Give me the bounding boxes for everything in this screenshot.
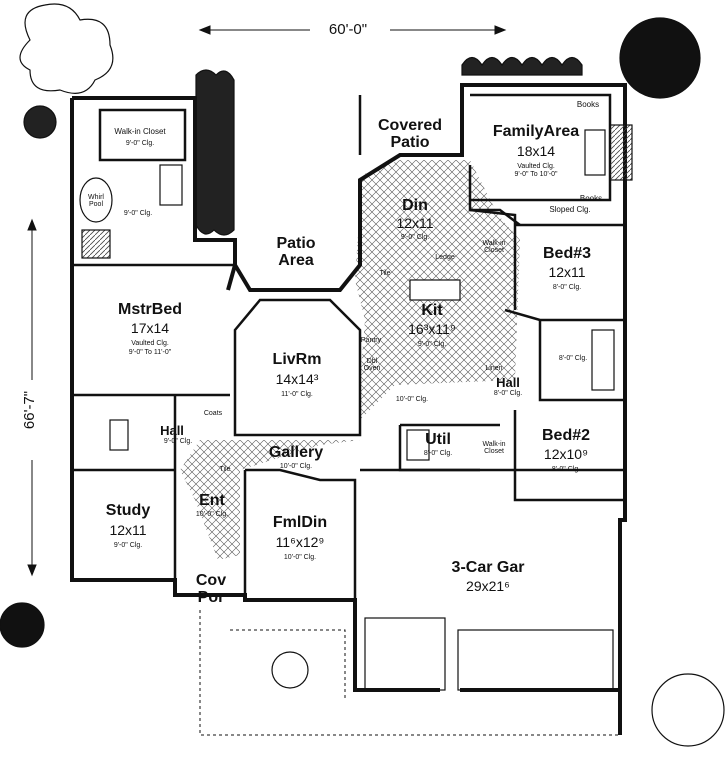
din-size: 12x11 (396, 215, 434, 231)
bath2-ceiling: 8'-0" Clg. (558, 355, 588, 362)
bed3-ceiling: 8'-0" Clg. (552, 284, 582, 291)
whirl-pool-label: Whirl Pool (88, 194, 104, 209)
hall-left-label: Hall (160, 423, 184, 438)
walkway (199, 610, 620, 736)
sloped-clg-label: Sloped Clg. (549, 205, 591, 214)
tree-top-left (19, 3, 114, 94)
landscaping (0, 3, 725, 747)
tile-kit-label: Tile (379, 270, 391, 277)
dbl-oven-label: Dbl Oven (363, 358, 381, 373)
liv-rm-label: LivRm (272, 351, 322, 368)
hall-right-label: Hall (496, 375, 520, 390)
walkin-closet-master-ceiling: 9'-0" Clg. (125, 140, 155, 147)
gallery-ceiling: 10'-0" Clg. (279, 463, 313, 470)
fml-din-label: FmlDin (272, 514, 328, 531)
bed3-size: 12x11 (548, 264, 586, 280)
shrub-left-1 (23, 105, 57, 139)
garage-doors (364, 617, 614, 691)
fireplace (609, 124, 633, 181)
ent-label: Ent (199, 492, 225, 509)
study-label: Study (105, 502, 151, 519)
gallery-label: Gallery (268, 444, 324, 461)
dimension-lines (27, 25, 507, 577)
tree-bottom-right (651, 673, 725, 747)
study-ceiling: 9'-0" Clg. (113, 542, 143, 549)
liv-rm-ceiling: 11'-0" Clg. (281, 391, 313, 398)
bed3-label: Bed#3 (542, 245, 592, 262)
hall-right-ceiling: 8'-0" Clg. (493, 390, 523, 397)
master-bath-ceiling: 9'-0" Clg. (123, 210, 153, 217)
hall-left-ceiling: 9'-0" Clg. (163, 438, 193, 445)
fml-din-size: 11⁶x12⁹ (275, 534, 325, 550)
ledge-label: Ledge (435, 254, 455, 261)
shower (81, 229, 111, 259)
family-area-label: FamilyArea (492, 123, 580, 140)
liv-rm-size: 14x14³ (275, 371, 319, 387)
mstr-bed-ceiling2: 9'-0" To 11'-0" (128, 349, 172, 356)
mstr-bed-ceiling: Vaulted Clg. (131, 340, 169, 347)
whirlpool-tub (79, 177, 113, 223)
hedge-top (461, 56, 583, 76)
family-area-ceiling2: 9'-0" To 10'-0" (514, 171, 558, 178)
fml-din-ceiling: 10'-0" Clg. (283, 554, 317, 561)
walkin-closet-bed2-label: Walk-in Closet (482, 441, 506, 456)
kit-ceiling: 9'-0" Clg. (417, 341, 447, 348)
tile-ent-label: Tile (219, 466, 231, 473)
bed2-size: 12x10⁹ (543, 446, 589, 462)
din-label: Din (402, 197, 428, 214)
width-dimension: 60'-0" (328, 21, 368, 38)
kit-size: 16³x11⁹ (408, 321, 456, 337)
tile-floors (180, 160, 520, 560)
pantry-label: Pantry (360, 337, 382, 344)
books-top-label: Books (576, 100, 600, 109)
books-bottom-label: Books (579, 194, 603, 203)
util-label: Util (425, 431, 451, 448)
walkin-closet-bed3-label: Walk-in Closet (482, 240, 506, 255)
kit-label: Kit (421, 302, 443, 319)
garage-size: 29x21⁶ (466, 578, 510, 594)
shrub-front (271, 651, 309, 689)
cov-por-label: Cov Por (195, 572, 227, 606)
garage-label: 3-Car Gar (451, 559, 525, 576)
tree-top-right (619, 17, 701, 99)
covered-patio-label: Covered Patio (377, 117, 443, 151)
family-area-size: 18x14 (516, 143, 556, 159)
fixtures (79, 124, 633, 461)
interior-walls (72, 93, 625, 600)
din-ceiling: 9'-0" Clg. (400, 234, 430, 241)
exterior-walls (70, 83, 627, 735)
mstr-bed-size: 17x14 (130, 320, 170, 336)
shrub-bottom-left (0, 602, 45, 648)
depth-dimension: 66'-7" (21, 390, 39, 430)
coats-label: Coats (203, 410, 223, 417)
hedge-left (195, 69, 235, 236)
bed2-label: Bed#2 (541, 427, 591, 444)
linen-label: Linen (485, 365, 503, 372)
mstr-bed-label: MstrBed (117, 301, 183, 318)
bed2-ceiling: 8'-0" Clg. (551, 466, 581, 473)
util-ceiling: 8'-0" Clg. (423, 450, 453, 457)
family-area-ceiling: Vaulted Clg. (517, 163, 555, 170)
hall-center-ceiling: 10'-0" Clg. (395, 396, 429, 403)
patio-area-label: Patio Area (276, 235, 316, 269)
walkin-closet-master-label: Walk-in Closet (114, 127, 166, 136)
study-size: 12x11 (109, 522, 147, 538)
ent-ceiling: 10'-0" Clg. (195, 511, 229, 518)
